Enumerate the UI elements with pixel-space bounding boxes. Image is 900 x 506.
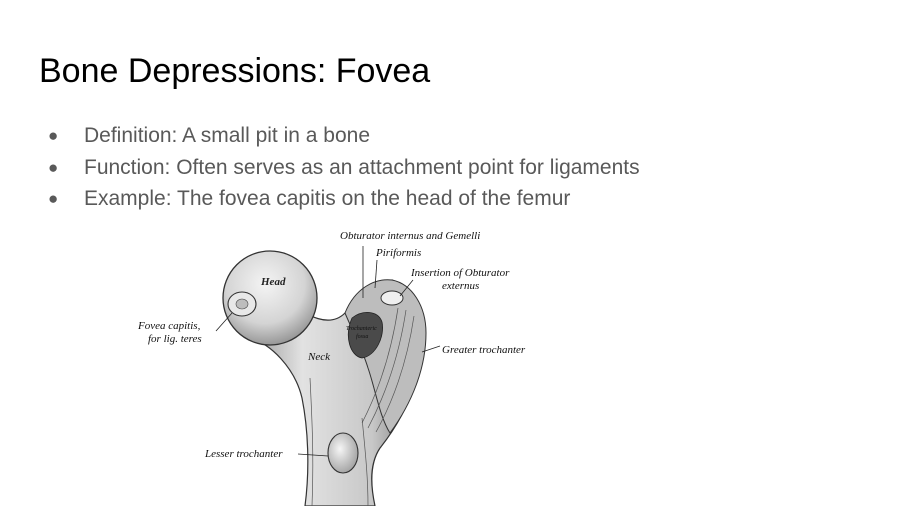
label-neck: Neck [307, 351, 331, 363]
femur-drawing: Obturator internus and Gemelli Piriformi… [137, 230, 526, 506]
bullet-text: Function: Often serves as an attachment … [84, 155, 640, 179]
label-lesser-trochanter: Lesser trochanter [204, 448, 283, 460]
bullet-item: ● Function: Often serves as an attachmen… [48, 152, 640, 184]
bullet-text: Definition: A small pit in a bone [84, 124, 371, 147]
label-trochanteric: Trochanteric [346, 326, 377, 332]
femoral-head [222, 250, 318, 346]
slide-title: Bone Depressions: Fovea [39, 52, 431, 90]
label-piriformis: Piriformis [375, 247, 421, 259]
lesser-trochanter [327, 432, 359, 474]
label-fovea-lig-teres: for lig. teres [148, 333, 202, 345]
label-insertion-externus: externus [442, 280, 479, 292]
bullet-item: ● Definition: A small pit in a bone [48, 120, 640, 152]
label-fossa: fossa [356, 333, 368, 340]
label-head: Head [260, 276, 286, 288]
fovea-pit [235, 298, 249, 310]
crest-hatching [309, 307, 415, 506]
label-fovea-capitis: Fovea capitis, [137, 320, 201, 332]
bullet-list: ● Definition: A small pit in a bone ● Fu… [48, 120, 640, 215]
bullet-item: ● Example: The fovea capitis on the head… [48, 183, 640, 215]
bullet-text: Example: The fovea capitis on the head o… [84, 187, 571, 210]
trochanteric-fossa [348, 312, 383, 359]
bullet-marker: ● [48, 157, 59, 177]
leader-lines [215, 246, 441, 457]
label-obturator-internus: Obturator internus and Gemelli [340, 230, 480, 242]
label-greater-trochanter: Greater trochanter [442, 344, 526, 356]
bullet-marker: ● [48, 189, 59, 208]
bullet-marker: ● [48, 126, 59, 145]
label-insertion-obturator: Insertion of Obturator [410, 267, 510, 279]
femur-illustration: Obturator internus and Gemelli Piriformi… [130, 218, 560, 506]
obturator-insertion [380, 290, 404, 306]
